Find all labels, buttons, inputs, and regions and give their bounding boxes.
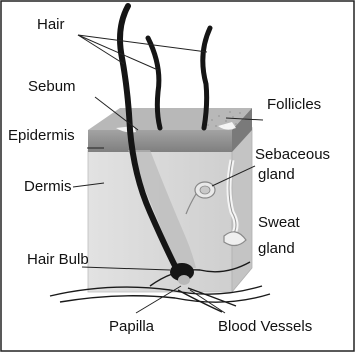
label-epidermis: Epidermis xyxy=(8,127,75,144)
label-sebaceous-gland: gland xyxy=(258,166,295,183)
label-sebum: Sebum xyxy=(28,78,76,95)
label-sebaceous: Sebaceous xyxy=(255,146,330,163)
papilla xyxy=(178,275,190,285)
epidermis-layer xyxy=(88,130,232,152)
label-blood-vessels: Blood Vessels xyxy=(218,318,312,335)
label-hair-bulb: Hair Bulb xyxy=(27,251,89,268)
label-sweat: Sweat xyxy=(258,214,301,231)
label-follicles: Follicles xyxy=(267,96,321,113)
label-sweat-gland: gland xyxy=(258,240,295,257)
label-hair: Hair xyxy=(37,16,65,33)
label-dermis: Dermis xyxy=(24,178,72,195)
label-papilla: Papilla xyxy=(109,318,155,335)
dermis-side xyxy=(232,128,252,292)
